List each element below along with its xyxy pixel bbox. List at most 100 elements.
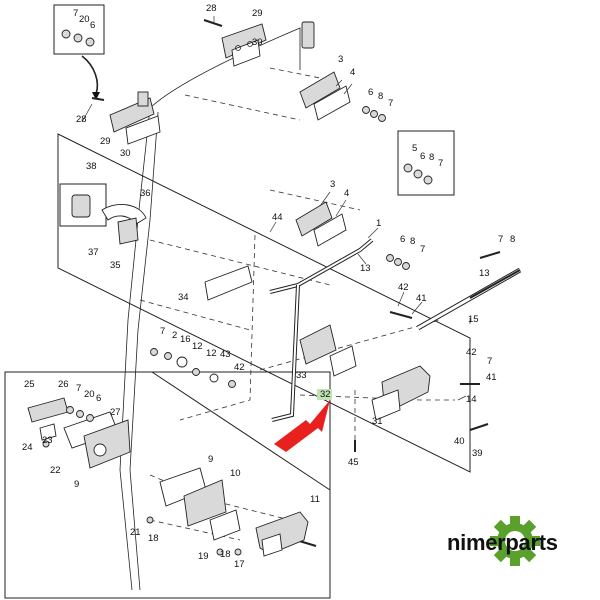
callout-1: 1: [376, 218, 381, 229]
callout-29: 29: [100, 136, 111, 147]
callout-18: 18: [148, 533, 159, 544]
hinge-bracket-left: [109, 91, 161, 145]
hinge-bracket-top: [221, 23, 267, 67]
hardware-box-right: [397, 130, 455, 196]
callout-8: 8: [429, 152, 434, 163]
gear-icon: [490, 516, 540, 566]
callout-37: 37: [88, 247, 99, 258]
callout-36: 36: [140, 188, 151, 199]
inset-panel: [4, 371, 331, 599]
callout-28: 28: [76, 114, 87, 125]
callout-4: 4: [344, 188, 349, 199]
fastener-stack-mid-right: [386, 254, 410, 270]
callout-43: 43: [220, 349, 231, 360]
callout-20: 20: [84, 389, 95, 400]
callout-22: 22: [50, 465, 61, 476]
callout-19: 19: [198, 551, 209, 562]
callout-4: 4: [350, 67, 355, 78]
hinge-plate-right-2: [295, 201, 347, 247]
callout-2: 2: [172, 330, 177, 341]
callout-13: 13: [360, 263, 371, 274]
callout-8: 8: [410, 236, 415, 247]
callout-42: 42: [234, 362, 245, 373]
inset-striker-assembly: [27, 397, 131, 469]
callout-30: 30: [120, 148, 131, 159]
callout-16: 16: [180, 334, 191, 345]
callout-7: 7: [73, 8, 78, 19]
callout-45: 45: [348, 457, 359, 468]
callout-14: 14: [466, 394, 477, 405]
callout-33: 33: [296, 370, 307, 381]
callout-42: 42: [466, 347, 477, 358]
callout-15: 15: [468, 314, 479, 325]
gas-strut: [416, 267, 522, 331]
callout-11: 11: [310, 494, 320, 505]
callout-41: 41: [486, 372, 497, 383]
callout-35: 35: [110, 260, 121, 271]
callout-20: 20: [79, 14, 90, 25]
lock-cylinder: [71, 194, 91, 218]
callout-6: 6: [400, 234, 405, 245]
callout-7: 7: [438, 158, 443, 169]
inset-fastener-stack: [42, 406, 94, 448]
callout-31: 31: [372, 416, 383, 427]
leader-lines: [81, 16, 471, 401]
fastener-stack-right-box: [403, 163, 433, 185]
inset-latch-assembly: [146, 467, 309, 557]
callout-6: 6: [90, 20, 95, 31]
hardware-box-top: [53, 4, 105, 55]
callout-17: 17: [234, 559, 245, 570]
callout-7: 7: [498, 234, 503, 245]
latch-bracket: [299, 324, 337, 365]
callout-34: 34: [178, 292, 189, 303]
callout-40: 40: [454, 436, 465, 447]
callout-41: 41: [416, 293, 427, 304]
callout-27: 27: [110, 407, 121, 418]
gear-tooth: [510, 516, 520, 526]
callout-7: 7: [420, 244, 425, 255]
callout-10: 10: [230, 468, 241, 479]
gear-tooth: [510, 556, 520, 566]
callout-39: 39: [472, 448, 483, 459]
brand-wordmark: nimerparts: [447, 530, 558, 555]
callout-18: 18: [220, 549, 231, 560]
callout-13: 13: [479, 268, 490, 279]
callout-labels: 7 20 6 28 29 30 28 29 30 3 4 6 8 7 5 6 8…: [22, 3, 515, 570]
highlight-arrow: [274, 400, 330, 452]
callout-42: 42: [398, 282, 409, 293]
callout-25: 25: [24, 379, 35, 390]
hinge-plate-right-1: [299, 71, 351, 121]
callout-3: 3: [338, 54, 343, 65]
part-32-highlight: [317, 389, 332, 400]
callout-29: 29: [252, 8, 263, 19]
lock-box: [59, 183, 107, 227]
fastener-stack-top-box: [61, 29, 95, 47]
callout-3: 3: [330, 179, 335, 190]
callout-23: 23: [42, 435, 53, 446]
callout-7: 7: [388, 98, 393, 109]
callout-9: 9: [208, 454, 213, 465]
hinge-pin: [301, 21, 315, 49]
callout-7: 7: [76, 383, 81, 394]
callout-12: 12: [206, 348, 217, 359]
callout-8: 8: [378, 91, 383, 102]
callout-28: 28: [206, 3, 217, 14]
callout-38: 38: [86, 161, 97, 172]
callout-24: 24: [22, 442, 33, 453]
fastener-stack-left: [150, 348, 236, 388]
callout-26: 26: [58, 379, 69, 390]
linkage-rod: [269, 238, 374, 422]
fastener-stack-upper-right: [362, 106, 386, 122]
callout-8: 8: [510, 234, 515, 245]
callout-6: 6: [96, 393, 101, 404]
callout-9: 9: [74, 479, 79, 490]
callout-21: 21: [130, 527, 141, 538]
callout-12: 12: [192, 341, 203, 352]
main-assembly-panel: [57, 133, 471, 473]
callout-6: 6: [368, 87, 373, 98]
callout-44: 44: [272, 212, 283, 223]
callout-5: 5: [412, 143, 417, 154]
callout-32: 32: [320, 389, 331, 400]
callout-30: 30: [252, 37, 263, 48]
